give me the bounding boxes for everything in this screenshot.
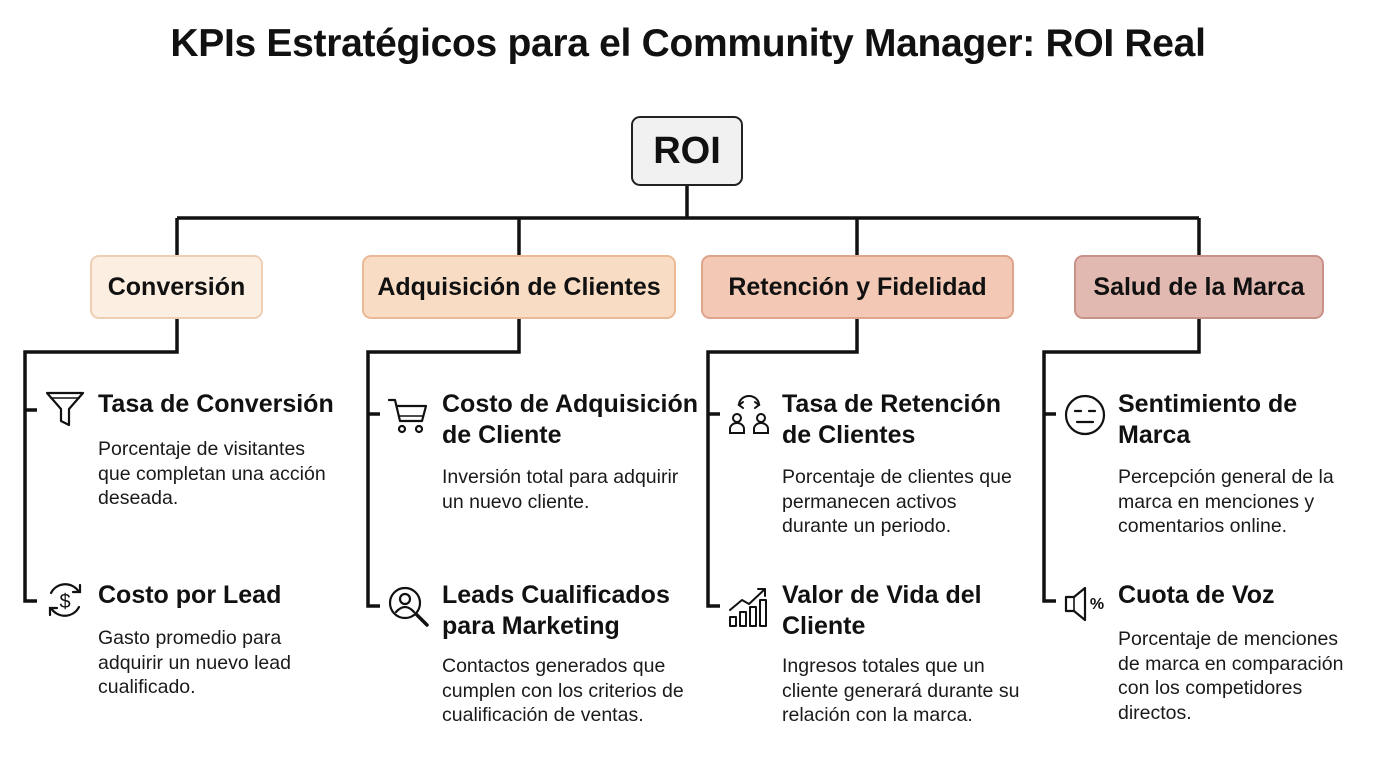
svg-text:%: %	[1090, 596, 1104, 613]
growth-chart-icon	[727, 584, 771, 628]
shopping-cart-icon	[386, 393, 430, 437]
kpi-desc-tasa-conversion: Porcentaje de visitantes que completan u…	[98, 438, 326, 509]
kpi-title-leads-cualificados: Leads Cualificados para Marketing	[442, 581, 670, 640]
kpi-desc-costo-lead: Gasto promedio para adquirir un nuevo le…	[98, 627, 291, 698]
category-node-conversion: Conversión	[90, 255, 263, 319]
kpi-desc-sentimiento-marca: Percepción general de la marca en mencio…	[1118, 466, 1334, 537]
kpi-title-sentimiento-marca: Sentimiento de Marca	[1118, 390, 1298, 449]
users-cycle-icon	[727, 393, 771, 437]
category-node-salud-marca: Salud de la Marca	[1074, 255, 1324, 319]
category-node-adquisicion: Adquisición de Clientes	[362, 255, 676, 319]
kpi-title-valor-vida: Valor de Vida del Cliente	[782, 581, 982, 640]
category-node-retencion: Retención y Fidelidad	[701, 255, 1014, 319]
kpi-desc-cuota-voz: Porcentaje de menciones de marca en comp…	[1118, 628, 1344, 724]
user-search-icon	[386, 584, 430, 628]
root-node: ROI	[631, 116, 743, 186]
speaker-percent-icon: %	[1063, 582, 1107, 626]
branch-col-2	[366, 319, 521, 608]
kpi-desc-tasa-retencion: Porcentaje de clientes que permanecen ac…	[782, 466, 1012, 537]
branch-col-1	[23, 319, 179, 603]
kpi-desc-valor-vida: Ingresos totales que un cliente generará…	[782, 655, 1020, 726]
kpi-title-costo-lead: Costo por Lead	[98, 581, 282, 609]
kpi-title-tasa-retencion: Tasa de Retención de Clientes	[782, 390, 1002, 449]
svg-text:$: $	[59, 591, 70, 613]
neutral-face-icon	[1063, 393, 1107, 437]
funnel-icon	[43, 387, 87, 431]
branch-col-4	[1042, 319, 1201, 603]
dollar-cycle-icon: $	[43, 578, 87, 622]
page-title: KPIs Estratégicos para el Community Mana…	[170, 22, 1206, 65]
kpi-desc-leads-cualificados: Contactos generados que cumplen con los …	[442, 655, 684, 726]
branch-col-3	[706, 319, 859, 608]
kpi-title-cuota-voz: Cuota de Voz	[1118, 581, 1275, 609]
kpi-title-costo-adquisicion: Costo de Adquisición de Cliente	[442, 390, 699, 449]
kpi-desc-costo-adquisicion: Inversión total para adquirir un nuevo c…	[442, 466, 679, 513]
kpi-title-tasa-conversion: Tasa de Conversión	[98, 390, 334, 418]
